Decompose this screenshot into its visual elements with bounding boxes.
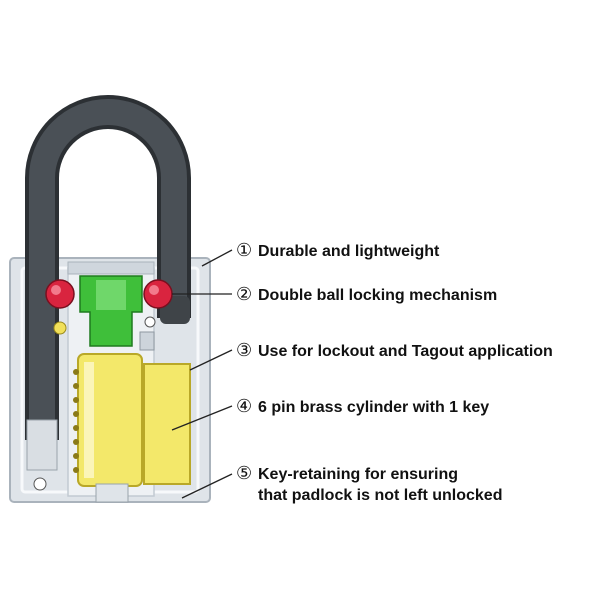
callout-4-text: 6 pin brass cylinder with 1 key [258,399,490,416]
top-plate [67,261,155,275]
locking-ball-left-shine [51,285,61,295]
green-lock-core [79,275,143,347]
callout-3-text: Use for lockout and Tagout application [258,343,553,360]
spring-block [139,331,155,351]
callout-4-number: ④ [236,396,253,416]
locking-ball-left [45,279,75,309]
callout-2-number: ② [236,284,253,304]
callout-5: ⑤ Key-retaining for ensuring that padlock… [236,463,502,506]
callout-2: ② Double ball locking mechanism [236,284,497,306]
leader-5 [181,473,233,499]
callout-1-text: Durable and lightweight [258,243,440,260]
callout-5-text: Key-retaining for ensuring [258,466,459,483]
body-screw [33,477,47,491]
locking-ball-right-shine [149,285,159,295]
callout-1: ① Durable and lightweight [236,240,439,262]
callout-4: ④ 6 pin brass cylinder with 1 key [236,396,489,418]
callout-5-text-line2: that padlock is not left unlocked [258,487,503,504]
cylinder-sleeve [143,363,191,485]
cylinder-shine [84,362,94,478]
cylinder-pins [73,369,79,473]
callout-2-text: Double ball locking mechanism [258,287,498,304]
small-hole [144,316,156,328]
small-yellow-dot [53,321,67,335]
callout-5-number: ⑤ [236,463,253,483]
leader-lines [171,249,233,499]
shackle-foot [26,419,58,471]
leader-4 [171,405,233,431]
callout-3: ③ Use for lockout and Tagout application [236,340,553,362]
leader-3 [189,349,233,371]
callout-3-number: ③ [236,340,253,360]
callout-1-number: ① [236,240,253,260]
green-core-highlight [96,280,126,310]
leader-1 [201,249,233,267]
locking-ball-right [143,279,173,309]
keyway [95,483,129,503]
shackle-highlight [29,99,187,440]
